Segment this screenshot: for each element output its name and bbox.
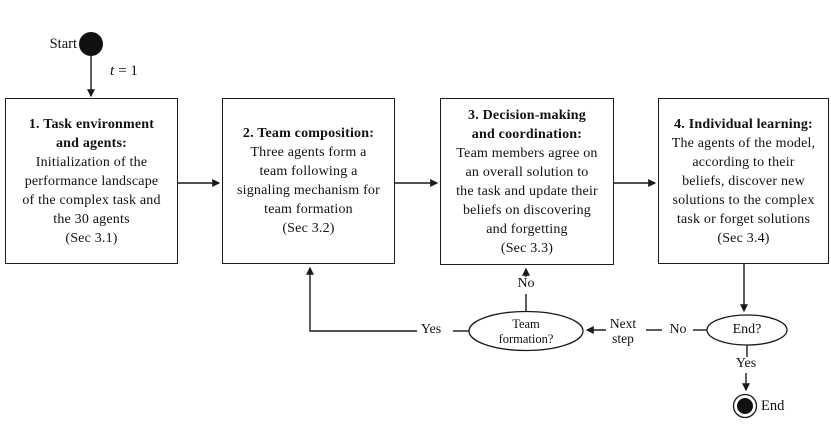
- no-from-end-label: No: [669, 322, 687, 337]
- box3-body: Team members agree on an overall solutio…: [456, 145, 598, 256]
- no-to-decision-label: No: [517, 276, 535, 291]
- box-individual-learning: 4. Individual learning: The agents of th…: [658, 98, 829, 264]
- box3-title: 3. Decision-making and coordination:: [468, 107, 586, 142]
- box-task-environment-and-agents: 1. Task environment and agents: Initiali…: [5, 98, 178, 264]
- t-value: = 1: [118, 63, 138, 79]
- box1-title: 1. Task environment and agents:: [28, 116, 155, 151]
- t-variable: t: [110, 63, 115, 79]
- box-team-composition: 2. Team composition: Three agents form a…: [222, 98, 395, 264]
- yes-to-end-label: Yes: [735, 356, 757, 371]
- end-node-inner-circle: [737, 398, 753, 414]
- box2-title: 2. Team composition:: [242, 126, 375, 141]
- next-step-label: Next step: [609, 315, 637, 347]
- box4-title: 4. Individual learning:: [674, 116, 813, 132]
- start-node-circle: [79, 32, 103, 56]
- team-formation-decision-label: Team formation?: [498, 317, 554, 346]
- box-decision-making-and-coordination: 3. Decision-making and coordination: Tea…: [440, 98, 614, 265]
- end-question-decision-label: End?: [732, 322, 762, 337]
- arrow-yes-to-box2: [306, 266, 417, 332]
- box4-body: The agents of the model, according to th…: [671, 135, 816, 246]
- yes-to-team-composition-label: Yes: [420, 322, 442, 337]
- box1-body: Initialization of the performance landsc…: [22, 154, 161, 246]
- start-label: Start: [49, 36, 77, 52]
- end-node-label: End: [761, 398, 785, 414]
- t-equals-1-label: t= 1: [104, 62, 144, 80]
- box2-body: Three agents form a team following a sig…: [236, 145, 380, 236]
